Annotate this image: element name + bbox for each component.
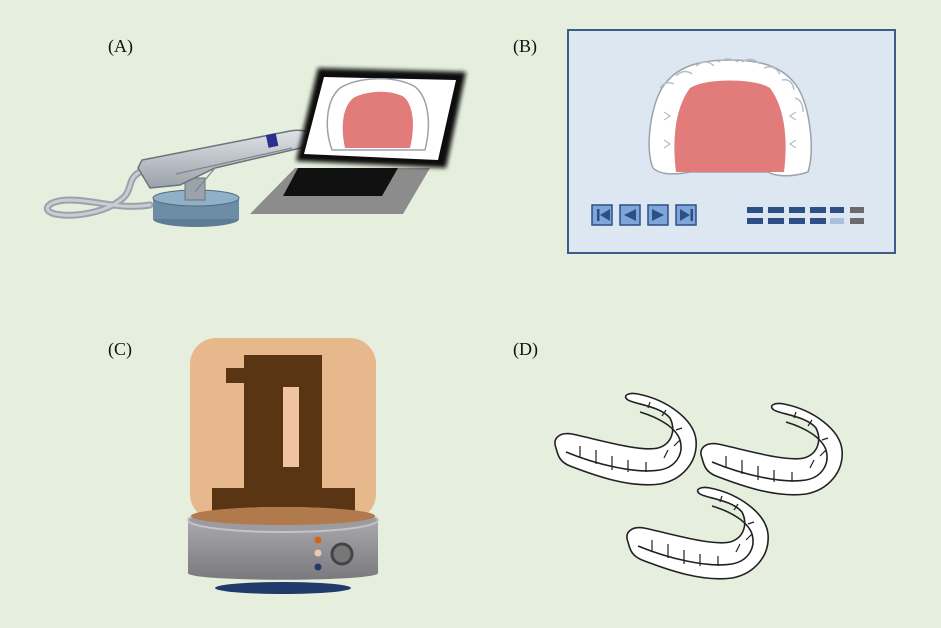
clear-aligners-icon <box>554 392 843 580</box>
intraoral-scanner-icon <box>43 68 466 227</box>
digital-dental-model-icon <box>567 29 896 254</box>
playback-controls <box>591 204 697 226</box>
panel-label-b: (B) <box>513 36 537 56</box>
panel-label-d: (D) <box>513 339 538 359</box>
panel-label-c: (C) <box>108 339 132 359</box>
3d-printer-icon <box>187 338 379 594</box>
toolbar-bars <box>747 207 864 224</box>
panel-label-a: (A) <box>108 36 133 56</box>
